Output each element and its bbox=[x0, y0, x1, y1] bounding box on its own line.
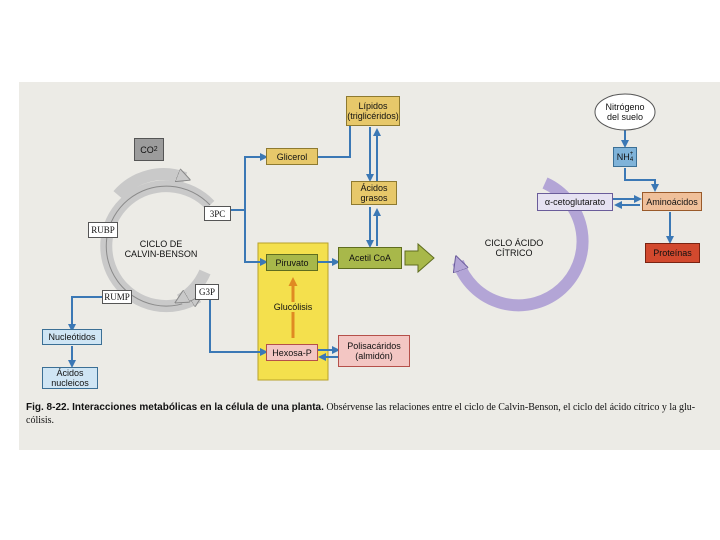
pga-node: 3PC bbox=[204, 206, 231, 221]
calvin-cycle-ring-outline bbox=[105, 185, 211, 307]
arrow-3pc-to-glicerol bbox=[230, 153, 268, 211]
cetoglutarato-node: α-cetoglutarato bbox=[537, 193, 613, 211]
arrow-g3p-to-hexosa bbox=[209, 300, 268, 356]
caption-body: Obsérvense las relaciones entre el ciclo… bbox=[26, 402, 696, 426]
calvin-ring-arrow-top bbox=[113, 168, 185, 200]
nh4-superscript: + bbox=[629, 151, 634, 157]
caption-title: Fig. 8-22. Interacciones metabólicas en … bbox=[26, 402, 324, 413]
calvin-cycle-label: CICLO DE CALVIN-BENSON bbox=[124, 239, 198, 259]
hexosa-p-node: Hexosa-P bbox=[266, 344, 318, 361]
arrow-nh4-to-amino bbox=[624, 168, 659, 192]
nh4-label: NH bbox=[616, 152, 630, 162]
glicerol-node: Glicerol bbox=[266, 148, 318, 165]
acidos-nucleicos-node: Ácidos nucleicos bbox=[42, 367, 98, 389]
rump-node: RUMP bbox=[102, 290, 132, 304]
arrow-rump-to-nucleotidos bbox=[68, 296, 102, 332]
acetil-coa-node: Acetil CoA bbox=[338, 247, 402, 269]
nitrogeno-node bbox=[594, 93, 656, 131]
nh4-node: NH+4 bbox=[613, 147, 637, 167]
pathway-arrows bbox=[68, 121, 674, 368]
lipidos-node: Lípidos (triglicéridos) bbox=[346, 96, 400, 126]
co2-subscript: 2 bbox=[153, 145, 158, 153]
nitrogeno-label: Nitrógeno del suelo bbox=[605, 102, 645, 122]
nh4-subscript: 4 bbox=[629, 157, 634, 163]
acetil-to-krebs-arrow bbox=[404, 242, 435, 274]
glucolisis-label: Glucólisis bbox=[262, 302, 324, 312]
nucleotidos-node: Nucleótidos bbox=[42, 329, 102, 345]
arrow-glicerol-to-lipidos bbox=[318, 121, 351, 158]
g3p-node: G3P bbox=[195, 284, 219, 300]
calvin-ring-arrow-right bbox=[180, 269, 211, 306]
rubp-node: RUBP bbox=[88, 222, 118, 238]
aminoacidos-node: Aminoácidos bbox=[642, 192, 702, 211]
krebs-cycle-label: CICLO ÁCIDO CÍTRICO bbox=[484, 238, 544, 258]
proteinas-node: Proteínas bbox=[645, 243, 700, 263]
arrow-3pc-to-piruvato bbox=[244, 210, 268, 266]
co2-label: CO bbox=[140, 144, 154, 155]
polisacaridos-node: Polisacáridos (almidón) bbox=[338, 335, 410, 367]
acidos-grasos-node: Ácidos grasos bbox=[351, 181, 397, 205]
piruvato-node: Piruvato bbox=[266, 254, 318, 271]
figure-caption: Fig. 8-22. Interacciones metabólicas en … bbox=[26, 401, 706, 427]
